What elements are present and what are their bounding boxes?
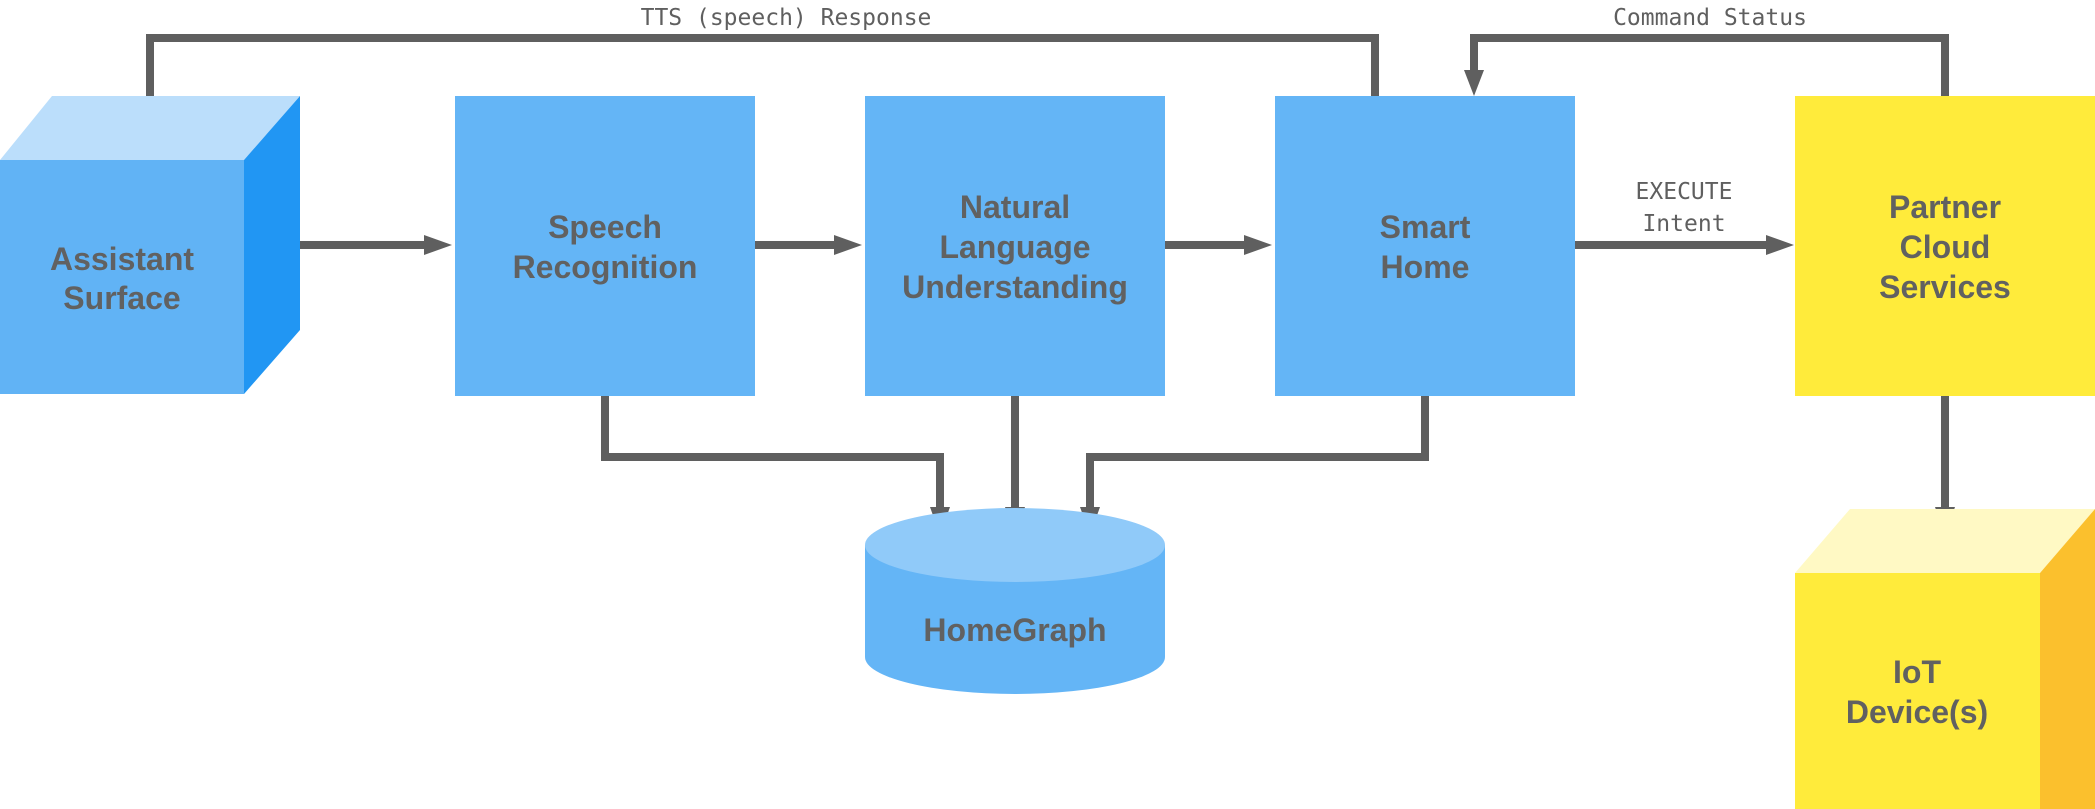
- nlu-node: Natural Language Understanding: [865, 96, 1165, 396]
- speech-recognition-label: Speech: [548, 209, 662, 245]
- partner-cloud-box: [1795, 96, 2095, 396]
- assistant-surface-front-face: [0, 160, 244, 394]
- iot-devices-top-face: [1795, 509, 2095, 573]
- speech-recognition-node: Speech Recognition: [455, 96, 755, 396]
- partner-cloud-label: Partner: [1889, 189, 2001, 225]
- nlu-box: [865, 96, 1165, 396]
- arrow-command-status: [1464, 34, 1949, 96]
- assistant-surface-label: Surface: [63, 280, 180, 316]
- iot-devices-node: IoT Device(s): [1795, 509, 2095, 809]
- smart-home-node: Smart Home: [1275, 96, 1575, 396]
- iot-devices-label: Device(s): [1846, 694, 1988, 730]
- smart-home-label: Smart: [1380, 209, 1471, 245]
- arrow-assistant-to-speech: [277, 235, 452, 255]
- execute-label: EXECUTE: [1636, 179, 1733, 205]
- command-status-label: Command Status: [1613, 5, 1807, 31]
- nlu-label: Natural: [960, 189, 1070, 225]
- nlu-label: Understanding: [902, 269, 1128, 305]
- homegraph-bottom: [865, 620, 1165, 694]
- smart-home-label: Home: [1381, 249, 1470, 285]
- assistant-surface-label: Assistant: [50, 241, 194, 277]
- partner-cloud-label: Cloud: [1900, 229, 1991, 265]
- assistant-surface-node: Assistant Surface: [0, 96, 300, 394]
- arrow-smarthome-to-partner: [1575, 235, 1794, 255]
- iot-devices-front-face: [1795, 573, 2040, 809]
- arrow-tts-response: [140, 34, 1379, 130]
- arrow-speech-to-homegraph: [601, 396, 950, 535]
- arrow-smarthome-to-homegraph: [1080, 396, 1429, 535]
- assistant-surface-side-face: [244, 96, 300, 394]
- iot-devices-side-face: [2040, 509, 2095, 809]
- arrow-nlu-to-smarthome: [1165, 235, 1272, 255]
- nlu-label: Language: [939, 229, 1090, 265]
- homegraph-top: [865, 508, 1165, 582]
- tts-response-label: TTS (speech) Response: [641, 5, 932, 31]
- speech-recognition-label: Recognition: [513, 249, 698, 285]
- arrow-speech-to-nlu: [755, 235, 862, 255]
- partner-cloud-label: Services: [1879, 269, 2011, 305]
- partner-cloud-node: Partner Cloud Services: [1795, 96, 2095, 396]
- iot-devices-label: IoT: [1893, 654, 1941, 690]
- intent-label: Intent: [1642, 211, 1725, 237]
- homegraph-label: HomeGraph: [923, 612, 1106, 648]
- assistant-surface-top-face: [0, 96, 300, 160]
- speech-recognition-box: [455, 96, 755, 396]
- smart-home-box: [1275, 96, 1575, 396]
- homegraph-node: HomeGraph: [865, 508, 1165, 694]
